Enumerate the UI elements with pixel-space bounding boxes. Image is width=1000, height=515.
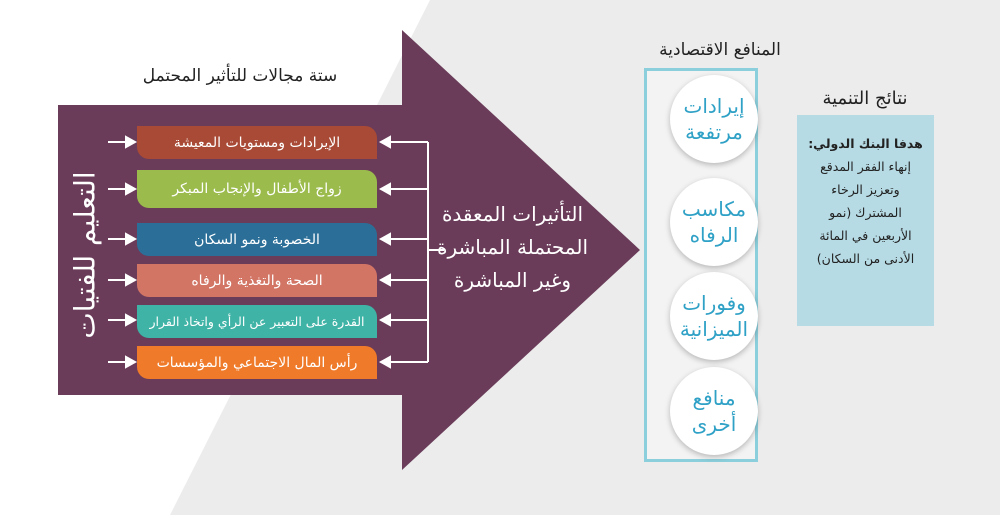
center-text: التأثيرات المعقدة المحتملة المباشرة وغير… [420,198,605,297]
arrow-label: التعليم للفتيات [68,171,102,339]
center-text-line: التأثيرات المعقدة [441,202,584,226]
world-bank-line: الأربعين في المائة [819,228,912,243]
area-label: زواج الأطفال والإنجاب المبكر [172,181,342,197]
world-bank-line: المشترك (نمو [829,205,902,220]
world-bank-line: إنهاء الفقر المدقع [820,159,911,174]
benefit-line: إيرادات [683,94,745,118]
development-outcomes-title: نتائج التنمية [822,88,908,109]
economic-benefits-title: المنافع الاقتصادية [659,40,781,60]
area-label: الخصوبة ونمو السكان [194,231,320,248]
area-bar-income: الإيرادات ومستويات المعيشة [137,126,377,159]
six-areas-title: ستة مجالات للتأثير المحتمل [142,66,338,86]
benefit-line: منافع [692,386,736,410]
center-text-line: وغير المباشرة [453,268,572,292]
area-label: الإيرادات ومستويات المعيشة [173,134,341,151]
area-bar-health: الصحة والتغذية والرفاه [137,264,377,297]
world-bank-line: وتعزيز الرخاء [831,182,900,197]
benefit-line: الميزانية [679,317,749,341]
area-bar-child-marriage: زواج الأطفال والإنجاب المبكر [137,170,377,208]
area-bar-agency: القدرة على التعبير عن الرأي واتخاذ القرا… [137,305,377,338]
world-bank-line: الأدنى من السكان) [816,251,915,266]
world-bank-goals-box: هدفا البنك الدولي: إنهاء الفقر المدقع وت… [797,115,934,326]
center-text-line: المحتملة المباشرة [436,235,589,259]
area-label: الصحة والتغذية والرفاه [191,272,323,289]
benefit-line: أخرى [691,412,737,436]
benefit-line: مكاسب [681,197,747,221]
area-bar-social-capital: رأس المال الاجتماعي والمؤسسات [137,346,377,379]
benefit-line: مرتفعة [685,120,743,144]
benefit-line: وفورات [682,291,746,315]
area-label: القدرة على التعبير عن الرأي واتخاذ القرا… [149,314,365,329]
left-arrows [108,135,138,369]
world-bank-heading: هدفا البنك الدولي: [808,136,923,151]
area-bar-fertility: الخصوبة ونمو السكان [137,223,377,256]
right-bracket [378,135,444,369]
benefit-line: الرفاه [689,223,739,247]
area-label: رأس المال الاجتماعي والمؤسسات [156,354,358,371]
arrow-label-container: التعليم للفتيات [40,105,130,405]
